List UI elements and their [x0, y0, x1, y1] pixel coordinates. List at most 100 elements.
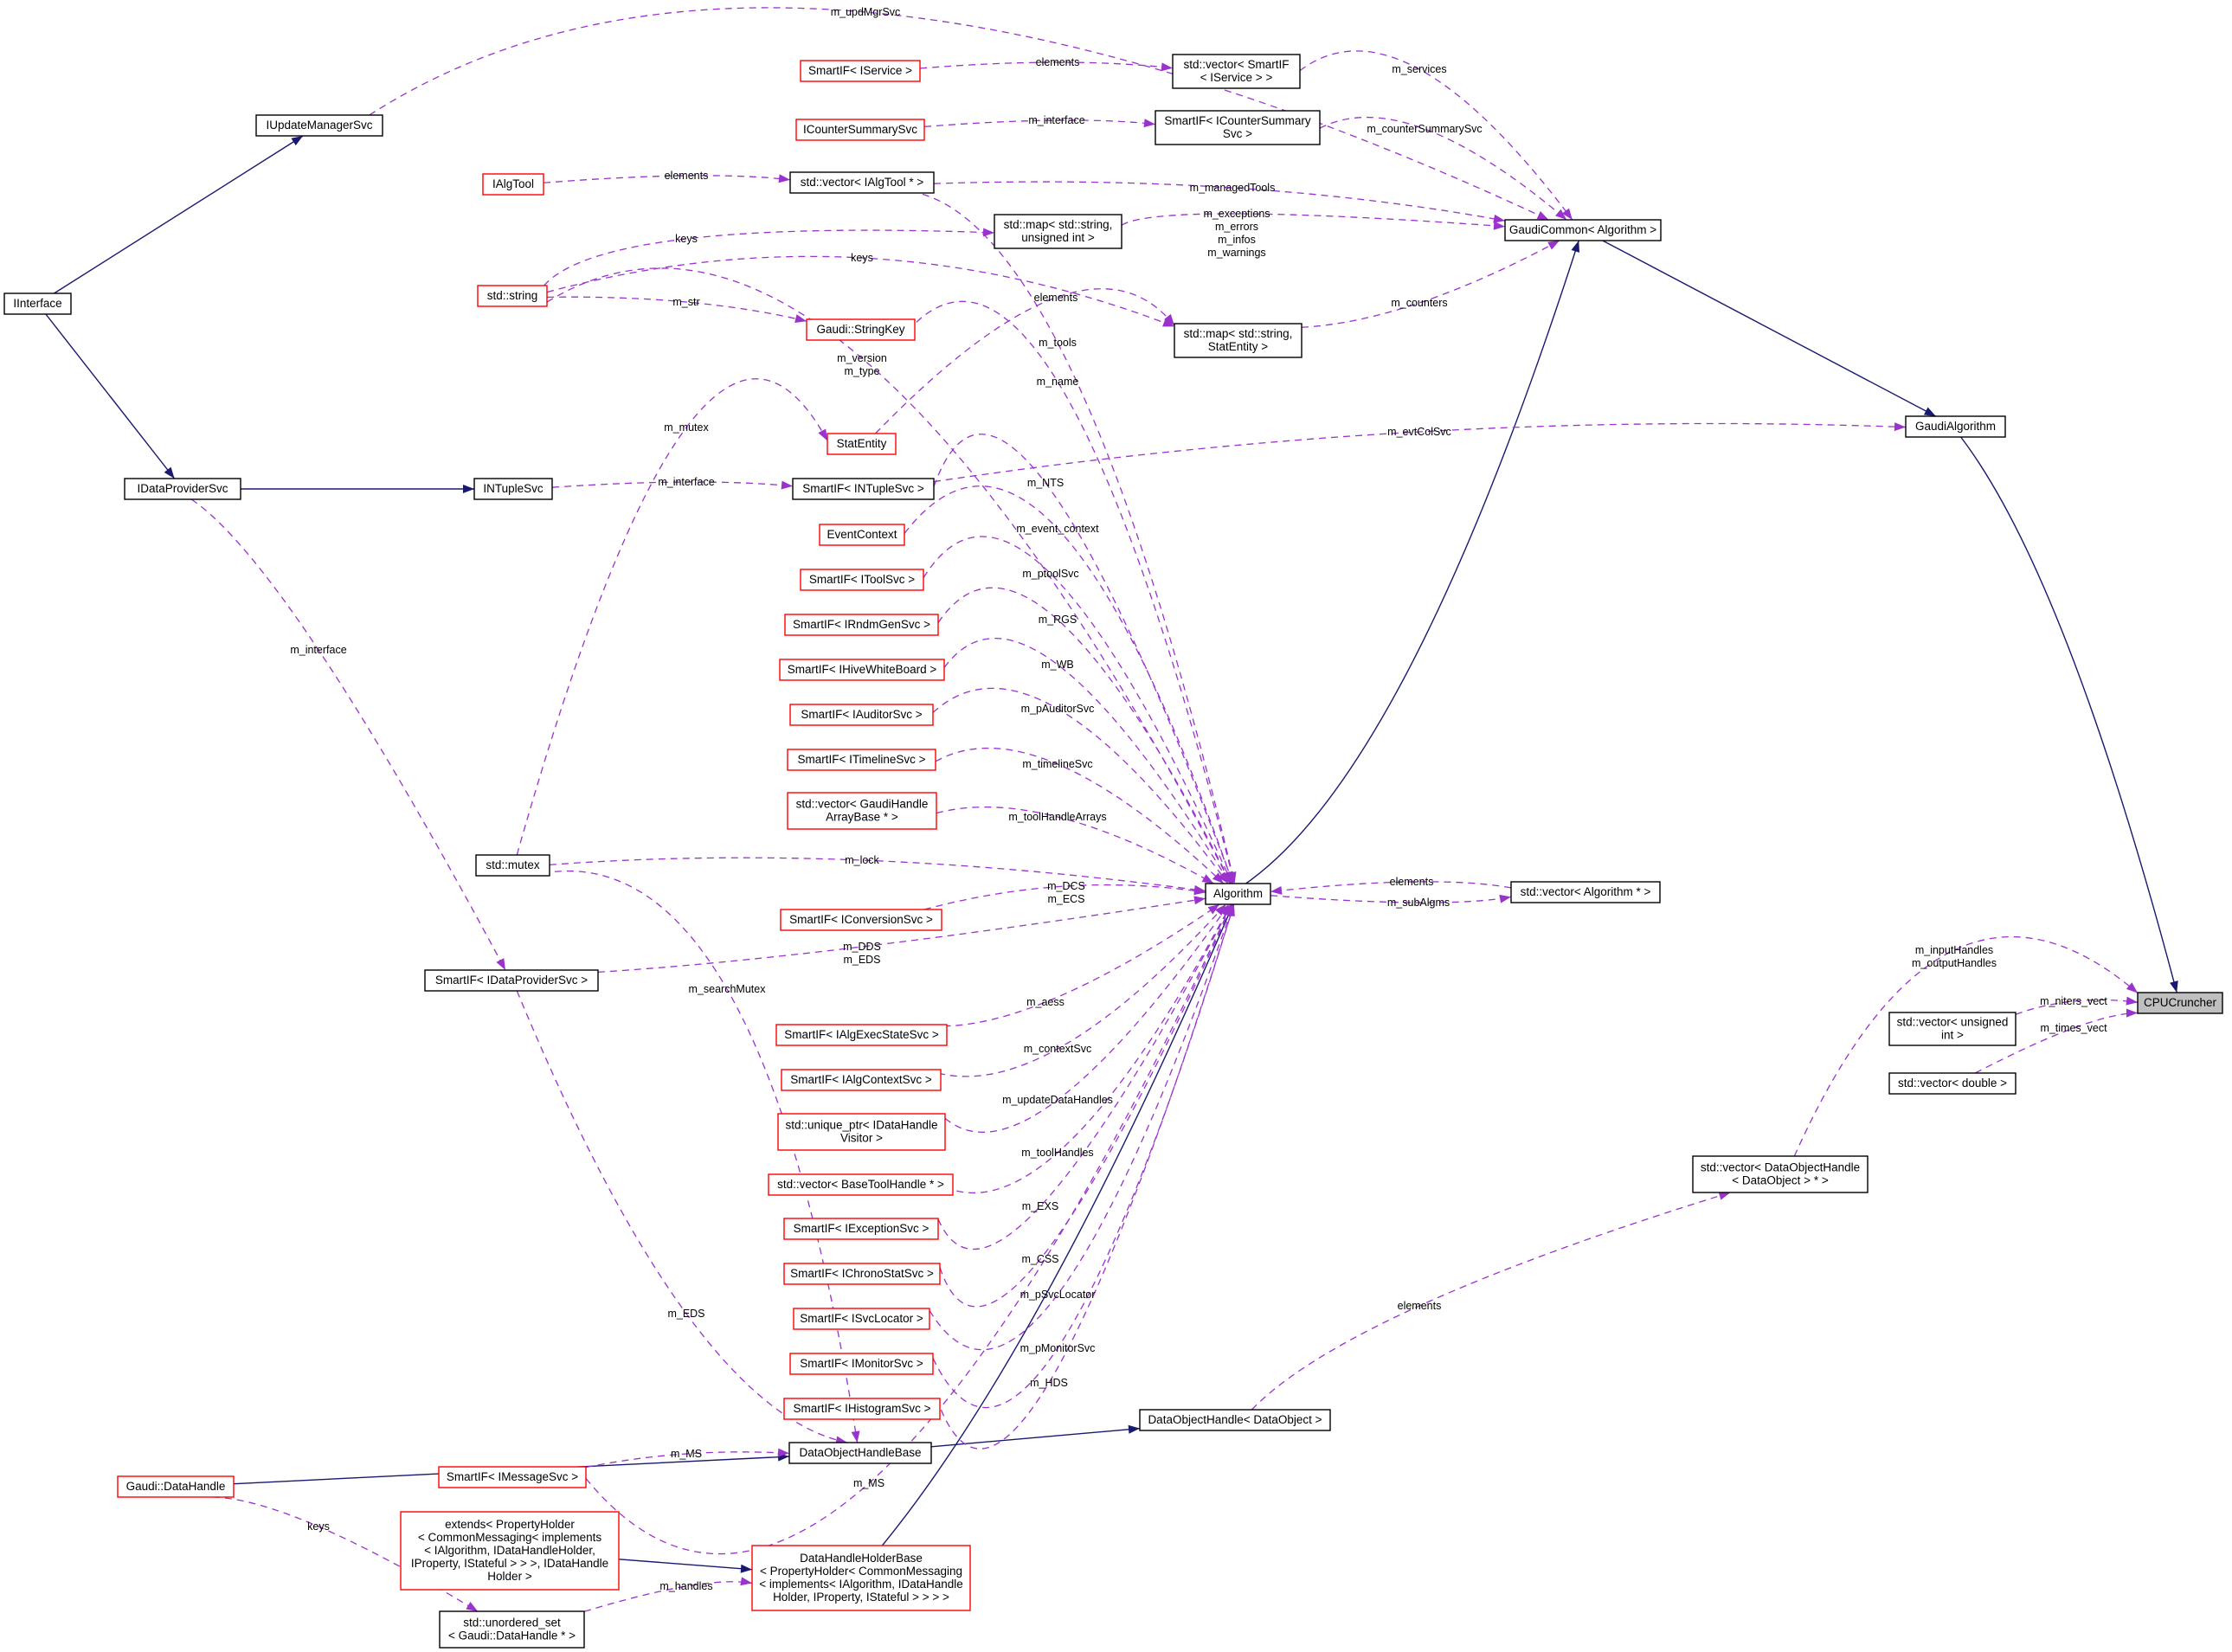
class-node-dataobjecthandle_dataobject[interactable]: DataObjectHandle< DataObject >: [1139, 1409, 1331, 1431]
arrowhead: [466, 1601, 479, 1611]
class-node-smartif_imonitorsvc[interactable]: SmartIF< IMonitorSvc >: [789, 1353, 934, 1375]
class-node-smartif_iexceptionsvc[interactable]: SmartIF< IExceptionSvc >: [783, 1218, 939, 1240]
edge-path: [936, 903, 1235, 1450]
edge-label: m_type: [845, 365, 880, 377]
class-node-stdmutex[interactable]: std::mutex: [475, 854, 550, 877]
class-node-smartif_ichronostatsvc[interactable]: SmartIF< IChronoStatSvc >: [783, 1263, 941, 1285]
edge-unordered_set_datahandle-to-datahandleholderbase: [583, 1577, 753, 1612]
node-label-line: IDataProviderSvc: [137, 482, 228, 495]
edge-path: [933, 434, 1234, 884]
class-node-vec_double[interactable]: std::vector< double >: [1888, 1072, 2017, 1095]
edge-label: m_DDS: [843, 941, 881, 953]
class-node-gaudialgorithm[interactable]: GaudiAlgorithm: [1905, 415, 2006, 438]
class-node-map_string_statentity[interactable]: std::map< std::string,StatEntity >: [1174, 323, 1303, 358]
node-box: [1174, 323, 1303, 358]
class-node-algorithm[interactable]: Algorithm: [1205, 883, 1271, 905]
class-node-stringkey[interactable]: Gaudi::StringKey: [806, 318, 916, 341]
edge-label: m_mutex: [664, 421, 709, 434]
class-node-icountersummarysvc[interactable]: ICounterSummarySvc: [795, 119, 925, 141]
class-node-gaudicommon[interactable]: GaudiCommon< Algorithm >: [1504, 219, 1662, 241]
class-node-iinterface[interactable]: IInterface: [3, 292, 72, 315]
class-node-smartif_itimelinesvc[interactable]: SmartIF< ITimelineSvc >: [787, 749, 936, 771]
class-node-smartif_imessagesvc[interactable]: SmartIF< IMessageSvc >: [438, 1466, 587, 1488]
class-node-smartif_iservice[interactable]: SmartIF< IService >: [800, 60, 921, 82]
class-node-map_string_uint[interactable]: std::map< std::string,unsigned int >: [994, 214, 1122, 249]
node-label-line: IAlgTool: [492, 177, 534, 190]
class-node-iupdatemanagersvc[interactable]: IUpdateManagerSvc: [255, 114, 383, 137]
arrowhead: [851, 1430, 860, 1443]
edge-label: m_inputHandles: [1915, 944, 1993, 956]
class-node-vec_ialgtool[interactable]: std::vector< IAlgTool * >: [789, 171, 935, 194]
class-node-dataobjecthandlebase[interactable]: DataObjectHandleBase: [788, 1442, 932, 1464]
class-node-smartif_iauditorsvc[interactable]: SmartIF< IAuditorSvc >: [789, 704, 934, 726]
class-node-vec_algorithm[interactable]: std::vector< Algorithm * >: [1510, 881, 1661, 903]
edge-label: m_contextSvc: [1024, 1043, 1092, 1055]
class-node-smartif_iconversionsvc[interactable]: SmartIF< IConversionSvc >: [780, 909, 942, 931]
arrowhead: [1536, 210, 1549, 220]
edge-label: elements: [1034, 292, 1078, 304]
class-node-smartif_intuplesvc[interactable]: SmartIF< INTupleSvc >: [792, 478, 935, 500]
edge-label: keys: [675, 233, 698, 245]
edge-path: [1974, 1012, 2139, 1074]
edge-path: [937, 587, 1232, 884]
edge-label: m_pMonitorSvc: [1020, 1342, 1096, 1354]
class-node-smartif_irndmgensvc[interactable]: SmartIF< IRndmGenSvc >: [784, 614, 939, 636]
edge-path: [551, 481, 794, 488]
class-node-datahandleholderbase[interactable]: DataHandleHolderBase< PropertyHolder< Co…: [751, 1545, 971, 1611]
class-node-vec_basetoolhandle[interactable]: std::vector< BaseToolHandle * >: [768, 1173, 954, 1196]
class-node-idataprovidersvc[interactable]: IDataProviderSvc: [124, 478, 241, 500]
class-node-smartif_idataprovidersvc[interactable]: SmartIF< IDataProviderSvc >: [424, 969, 599, 992]
node-label-line: SmartIF< IConversionSvc >: [789, 913, 933, 926]
edge-label: m_event_context: [1016, 523, 1099, 535]
class-node-intuplesvc[interactable]: INTupleSvc: [473, 478, 553, 500]
node-label-line: < IAlgorithm, IDataHandleHolder,: [424, 1544, 595, 1557]
class-node-smartif_ihivewhiteboard[interactable]: SmartIF< IHiveWhiteBoard >: [779, 659, 945, 681]
class-node-statentity[interactable]: StatEntity: [827, 433, 897, 455]
node-label-line: SmartIF< IHiveWhiteBoard >: [788, 663, 937, 676]
node-label-line: SmartIF< IAlgExecStateSvc >: [784, 1028, 939, 1041]
class-node-eventcontext[interactable]: EventContext: [819, 524, 905, 546]
edge-path: [546, 296, 807, 322]
class-node-stdstring[interactable]: std::string: [477, 285, 548, 307]
edge-label: elements: [1390, 876, 1434, 888]
edge-label: m_aess: [1026, 996, 1065, 1008]
edge-extends_propertyholder-to-datahandleholderbase: [618, 1559, 753, 1573]
edge-path: [1121, 213, 1506, 228]
edge-path: [899, 300, 1235, 884]
class-node-extends_propertyholder[interactable]: extends< PropertyHolder< CommonMessaging…: [400, 1511, 620, 1591]
class-node-gaudi_datahandle[interactable]: Gaudi::DataHandle: [117, 1475, 235, 1498]
edge-label: m_EDS: [843, 954, 880, 966]
class-node-smartif_itoolsvc[interactable]: SmartIF< IToolSvc >: [800, 569, 924, 591]
class-node-unordered_set_datahandle[interactable]: std::unordered_set< Gaudi::DataHandle * …: [439, 1610, 585, 1649]
edge-path: [190, 498, 506, 971]
class-node-vec_dataobjecthandle[interactable]: std::vector< DataObjectHandle< DataObjec…: [1692, 1155, 1869, 1193]
edge-path: [919, 903, 1220, 1027]
class-node-smartif_icountersummary[interactable]: SmartIF< ICounterSummarySvc >: [1155, 110, 1321, 145]
node-label-line: IUpdateManagerSvc: [266, 119, 372, 132]
node-label-line: EventContext: [827, 528, 897, 541]
node-label-line: StatEntity >: [1208, 340, 1269, 353]
node-box: [784, 614, 939, 636]
class-node-smartif_ialgcontextsvc[interactable]: SmartIF< IAlgContextSvc >: [781, 1069, 942, 1091]
node-box: [1172, 54, 1301, 89]
arrowhead: [1493, 221, 1505, 230]
edge-label: m_tools: [1039, 337, 1077, 349]
edge-path: [546, 267, 1232, 884]
node-box: [783, 1218, 939, 1240]
class-node-ialgtool[interactable]: IAlgTool: [482, 173, 544, 196]
arrowhead: [1143, 119, 1155, 128]
edge-label: m_updMgrSvc: [831, 6, 901, 18]
class-node-vec_smartif_iservice[interactable]: std::vector< SmartIF< IService > >: [1172, 54, 1301, 89]
class-node-smartif_isvclocator[interactable]: SmartIF< ISvcLocator >: [793, 1308, 930, 1330]
node-box: [1692, 1155, 1869, 1193]
class-node-smartif_ialgexecstatesvc[interactable]: SmartIF< IAlgExecStateSvc >: [775, 1024, 948, 1046]
class-node-cpucruncher[interactable]: CPUCruncher: [2137, 992, 2223, 1014]
arrowhead: [781, 480, 793, 490]
edge-smartif_itimelinesvc-to-algorithm: [935, 747, 1225, 884]
node-label-line: GaudiAlgorithm: [1915, 420, 1996, 433]
edge-label: m_exceptions: [1203, 208, 1270, 220]
class-node-smartif_ihistogramsvc[interactable]: SmartIF< IHistogramSvc >: [783, 1398, 941, 1420]
